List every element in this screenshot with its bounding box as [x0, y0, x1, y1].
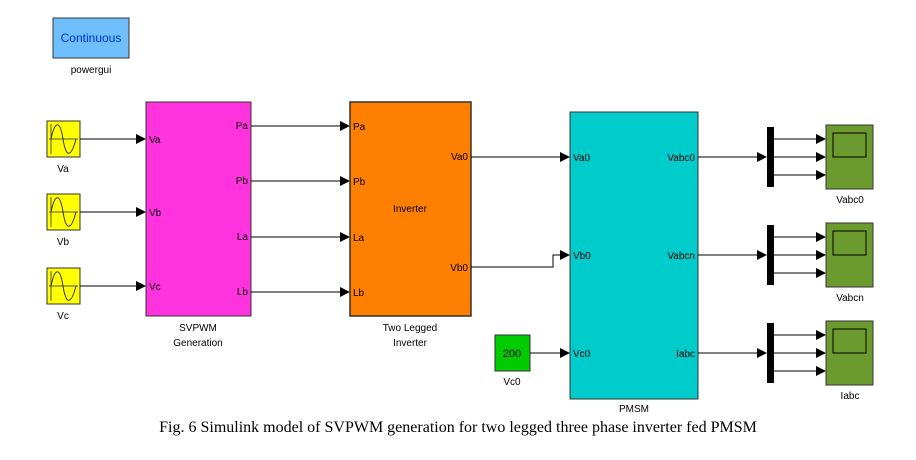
demux-outputs-2 [774, 232, 826, 278]
pmsm-block[interactable]: Va0 Vb0 Vc0 Vabc0 Vabcn Iabc [569, 111, 699, 400]
sine-wave-icon [50, 271, 77, 301]
pmsm-in-vb0: Vb0 [573, 251, 591, 262]
inverter-in-lb: Lb [353, 288, 365, 299]
scope-screen-icon [832, 230, 867, 256]
pmsm-in-va0: Va0 [573, 153, 590, 164]
scope-screen-icon [832, 328, 867, 354]
svpwm-label-2: Generation [173, 338, 222, 349]
scope-label-iabc: Iabc [841, 391, 860, 402]
svpwm-in-va: Va [149, 135, 161, 146]
sine-wave-icon [50, 197, 77, 227]
inverter-center-text: Inverter [393, 204, 428, 215]
figure-caption: Fig. 6 Simulink model of SVPWM generatio… [159, 419, 757, 436]
pmsm-out-vabcn: Vabcn [667, 251, 695, 262]
demux-outputs-1 [774, 134, 826, 180]
scope-vabc0[interactable] [825, 124, 874, 190]
scope-label-vabcn: Vabcn [836, 293, 864, 304]
powergui-label: powergui [71, 65, 112, 76]
inverter-in-pa: Pa [353, 122, 366, 133]
svpwm-out-pb: Pb [236, 176, 249, 187]
constant-value: 200 [503, 348, 521, 360]
sine-source-va[interactable] [46, 120, 81, 158]
inverter-in-la: La [353, 233, 365, 244]
svpwm-in-vc: Vc [149, 282, 161, 293]
sine-source-vc[interactable] [46, 267, 81, 305]
inverter-label-1: Two Legged [383, 323, 438, 334]
source-label-vb: Vb [57, 237, 70, 248]
source-label-va: Va [57, 164, 69, 175]
source-label-vc: Vc [57, 311, 69, 322]
inverter-in-pb: Pb [353, 177, 366, 188]
scope-screen-icon [832, 132, 867, 158]
svpwm-out-pa: Pa [236, 121, 249, 132]
inverter-out-vb0: Vb0 [450, 263, 468, 274]
scope-label-vabc0: Vabc0 [836, 195, 864, 206]
inverter-block[interactable]: Pa Pb La Lb Inverter Va0 Vb0 [349, 101, 472, 317]
demux-vabcn[interactable] [767, 225, 774, 285]
demux-vabc0[interactable] [767, 127, 774, 187]
svpwm-block[interactable]: Va Vb Vc Pa Pb La Lb [145, 101, 252, 317]
sine-source-vb[interactable] [46, 193, 81, 231]
pmsm-in-vc0: Vc0 [573, 349, 591, 360]
powergui-text: Continuous [61, 31, 122, 45]
svpwm-out-lb: Lb [237, 287, 249, 298]
pmsm-out-iabc: Iabc [676, 349, 695, 360]
constant-block[interactable]: 200 [494, 334, 531, 372]
scope-iabc[interactable] [825, 320, 874, 386]
svpwm-label-1: SVPWM [179, 323, 217, 334]
svpwm-in-vb: Vb [149, 208, 162, 219]
demux-outputs-3 [774, 330, 826, 376]
sine-wave-icon [50, 124, 77, 154]
pmsm-label: PMSM [619, 404, 649, 415]
scope-vabcn[interactable] [825, 222, 874, 288]
inverter-label-2: Inverter [393, 338, 428, 349]
pmsm-out-vabc0: Vabc0 [667, 153, 695, 164]
constant-label: Vc0 [503, 377, 521, 388]
signal-line-vb0 [471, 250, 570, 268]
powergui-block[interactable]: Continuous [52, 17, 130, 59]
inverter-out-va0: Va0 [451, 152, 468, 163]
svpwm-out-la: La [237, 232, 249, 243]
demux-iabc[interactable] [767, 323, 774, 383]
